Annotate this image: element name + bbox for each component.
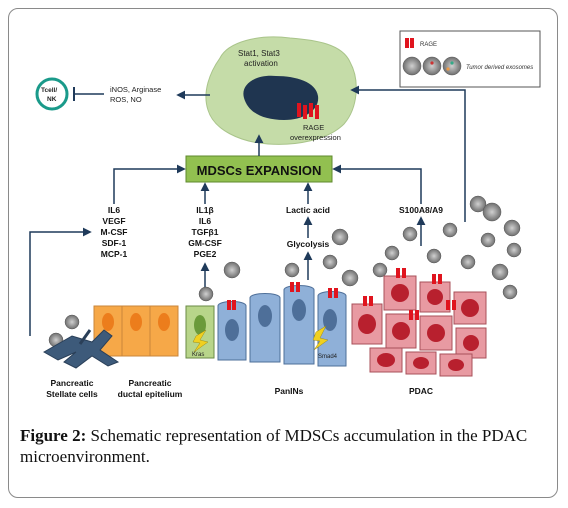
exosome — [372, 262, 388, 278]
rage-receptors-pdac — [363, 268, 456, 320]
ductal-factor-3: GM-CSF — [188, 238, 222, 248]
ductal-factor-2: TGFβ1 — [192, 227, 219, 237]
panins-label: PanINs — [275, 386, 304, 396]
stat-activation-line1: Stat1, Stat3 — [238, 49, 280, 58]
figure-frame — [8, 8, 558, 498]
stellate-factor-4: MCP-1 — [101, 249, 128, 259]
tcell-label-2: NK — [47, 96, 57, 103]
tcell-label-1: Tcell/ — [41, 87, 57, 94]
mdsc-expansion-box: MDSCs EXPANSION — [185, 155, 333, 183]
pdac-cells — [351, 275, 487, 377]
exosomes-to-mdsc — [350, 85, 466, 222]
exosome — [502, 284, 518, 300]
lactic-acid-label: Lactic acid — [286, 205, 330, 215]
left-branch-to-expansion — [113, 164, 186, 204]
smad4-label: Smad4 — [318, 354, 338, 360]
exosome — [442, 222, 458, 238]
exosome — [341, 269, 359, 287]
kras-label: Kras — [192, 352, 204, 358]
stellate-label-1: Pancreatic — [51, 378, 94, 388]
stellate-to-factors — [29, 227, 92, 336]
legend-exosomes-label: Tumor derived exosomes — [466, 65, 533, 71]
glycolysis-label: Glycolysis — [287, 239, 330, 249]
caption-label: Figure 2: — [20, 426, 87, 445]
exosome — [482, 202, 502, 222]
exosome — [426, 248, 442, 264]
stellate-label-2: Stellate cells — [46, 389, 98, 399]
mdsc-diagram: RAGE Tumor derived exosomes Stat1, Stat3… — [29, 30, 541, 399]
exosome — [284, 262, 300, 278]
stellate-factor-2: M-CSF — [101, 227, 128, 237]
figure-caption: Figure 2: Schematic representation of MD… — [20, 425, 550, 467]
exosome — [491, 263, 509, 281]
stellate-factor-0: IL6 — [108, 205, 121, 215]
exosome — [331, 228, 349, 246]
stellate-factor-1: VEGF — [102, 216, 125, 226]
legend-exosomes-icon — [402, 56, 462, 76]
panin-cells: Smad4 — [217, 285, 347, 367]
stat-activation-line2: activation — [244, 59, 278, 68]
exosome — [480, 232, 496, 248]
exosome — [460, 254, 476, 270]
exosome-cluster — [48, 195, 522, 348]
s100-label: S100A8/A9 — [399, 205, 443, 215]
legend-rage-label: RAGE — [420, 42, 437, 48]
exosome — [322, 254, 338, 270]
mdsc-expansion-label: MDSCs EXPANSION — [197, 163, 322, 178]
rage-overexpression-1: RAGE — [303, 123, 324, 132]
s100-to-expansion — [332, 164, 422, 204]
stellate-cells — [42, 329, 120, 369]
mdsc-cell — [205, 36, 357, 145]
inos-label-1: iNOS, Arginase — [110, 85, 161, 94]
ductal-label-1: Pancreatic — [129, 378, 172, 388]
exosome — [469, 195, 487, 213]
kras-cell: Kras — [185, 305, 215, 359]
legend-box: RAGE Tumor derived exosomes — [399, 30, 541, 88]
ductal-label-2: ductal epitelium — [118, 389, 183, 399]
exosome — [503, 219, 521, 237]
inos-label-2: ROS, NO — [110, 95, 142, 104]
rage-overexpression-2: overexpression — [290, 133, 341, 142]
rage-receptors-mdsc — [297, 103, 319, 119]
pdac-label: PDAC — [409, 386, 433, 396]
exosome — [223, 261, 241, 279]
exosome — [384, 245, 400, 261]
stellate-factor-3: SDF-1 — [102, 238, 127, 248]
ductal-factor-4: PGE2 — [194, 249, 217, 259]
exosome — [198, 286, 214, 302]
ductal-factor-0: IL1β — [196, 205, 213, 215]
ductal-epithelium — [93, 305, 179, 357]
exosome — [506, 242, 522, 258]
exosome — [64, 314, 80, 330]
exosome — [402, 226, 418, 242]
rage-legend-icon — [405, 38, 414, 48]
ductal-factor-1: IL6 — [199, 216, 212, 226]
caption-text: Schematic representation of MDSCs accumu… — [20, 426, 528, 466]
tcell-nk-cell: Tcell/ NK — [35, 77, 69, 111]
rage-receptors-panin — [227, 282, 338, 310]
